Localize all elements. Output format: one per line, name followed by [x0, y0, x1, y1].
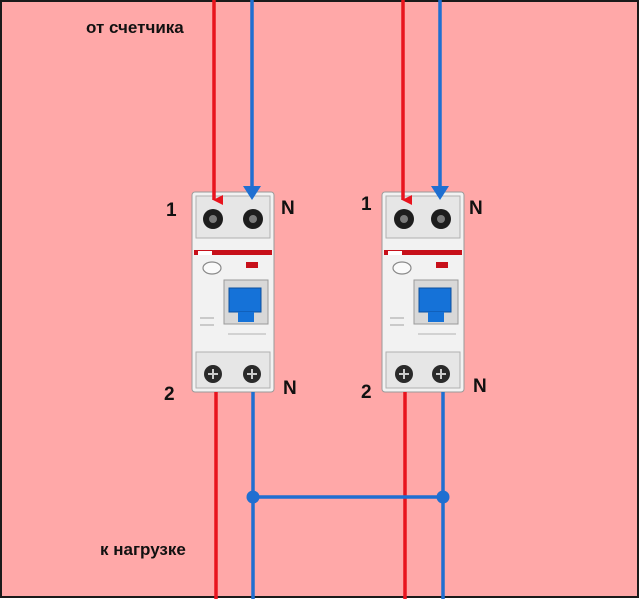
terminal-label-phase-in-2: 1 [361, 194, 372, 215]
brand-band [194, 250, 272, 255]
brand-band [384, 250, 462, 255]
terminal-label-neutral-in-1: N [281, 198, 295, 219]
toggle-lever-base [238, 312, 254, 322]
trip-indicator [246, 262, 258, 268]
junction-dot-icon [246, 490, 260, 504]
terminal-label-phase-in-1: 1 [166, 200, 177, 221]
trip-indicator [436, 262, 448, 268]
supply-label: от счетчика [86, 18, 184, 37]
terminal-label-phase-out-2: 2 [361, 382, 372, 403]
terminal-label-neutral-out-2: N [473, 376, 487, 397]
rcd-device-1 [191, 191, 275, 393]
terminal-label-neutral-out-1: N [283, 378, 297, 399]
toggle-lever-base [428, 312, 444, 322]
brand-logo [198, 251, 212, 255]
test-button-icon [202, 261, 222, 275]
arrow-down-icon [431, 186, 449, 200]
terminal-label-phase-out-1: 2 [164, 384, 175, 405]
toggle-lever [228, 287, 262, 313]
toggle-lever [418, 287, 452, 313]
screw-terminal-icon [209, 215, 217, 223]
test-button-icon [392, 261, 412, 275]
brand-logo [388, 251, 402, 255]
arrow-down-icon [243, 186, 261, 200]
screw-terminal-icon [437, 215, 445, 223]
junction-dot-icon [436, 490, 450, 504]
rcd-device-2 [381, 191, 465, 393]
terminal-label-neutral-in-2: N [469, 198, 483, 219]
screw-terminal-icon [400, 215, 408, 223]
load-label: к нагрузке [100, 540, 186, 559]
screw-terminal-icon [249, 215, 257, 223]
